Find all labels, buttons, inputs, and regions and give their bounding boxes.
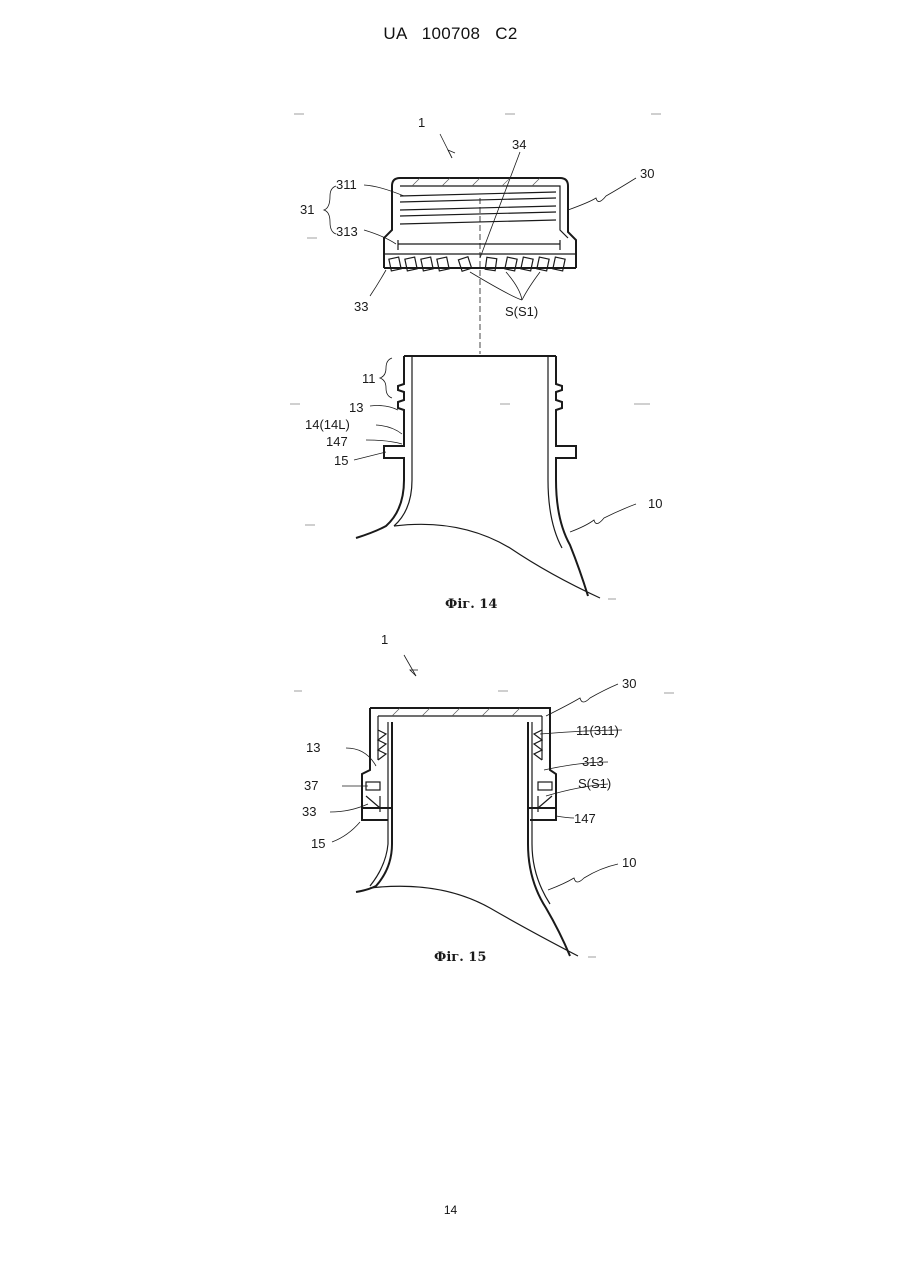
- fig14-label-31: 31: [300, 202, 314, 217]
- bottle-neck-10: [356, 722, 578, 956]
- fig14-label-311: 311: [336, 177, 357, 192]
- fig15-label-37: 37: [304, 778, 318, 793]
- fig14-label-s-s1: S(S1): [505, 304, 538, 319]
- fig15-label-33: 33: [302, 804, 316, 819]
- fig15-label-30: 30: [622, 676, 636, 691]
- fig15-label-11-311: 11(311): [576, 723, 619, 738]
- fig15-label-313: 313: [582, 754, 604, 769]
- fig15-label-10: 10: [622, 855, 636, 870]
- leader-lines: [330, 655, 622, 890]
- fig14-label-147: 147: [326, 434, 348, 449]
- fig14-label-33: 33: [354, 299, 368, 314]
- fig14-label-13: 13: [349, 400, 363, 415]
- page-number: 14: [0, 1203, 901, 1217]
- fig14-label-34: 34: [512, 137, 526, 152]
- fig14-label-14-14l: 14(14L): [305, 417, 350, 432]
- figure-14-caption: Фiг. 14: [445, 597, 497, 612]
- fig15-label-15: 15: [311, 836, 325, 851]
- fig15-label-s-s1: S(S1): [578, 776, 611, 791]
- figure-14: 1 34 30 311 31 313 33 S(S1) 11 13 14(14L…: [0, 100, 901, 720]
- fig14-label-30: 30: [640, 166, 654, 181]
- fig15-label-13: 13: [306, 740, 320, 755]
- fig14-label-313: 313: [336, 224, 358, 239]
- fig14-label-10: 10: [648, 496, 662, 511]
- fig14-label-1: 1: [418, 115, 425, 130]
- fig14-label-11: 11: [362, 371, 376, 386]
- figure-15: 1 30 11(311) 13 313 37 S(S1) 33 147 15 1…: [0, 630, 901, 970]
- figure-15-caption: Фiг. 15: [434, 950, 486, 965]
- fig14-label-15: 15: [334, 453, 348, 468]
- fig15-label-1: 1: [381, 632, 388, 647]
- bottle-neck-10: [356, 356, 600, 598]
- fig15-label-147: 147: [574, 811, 596, 826]
- document-header: UA 100708 C2: [0, 24, 901, 44]
